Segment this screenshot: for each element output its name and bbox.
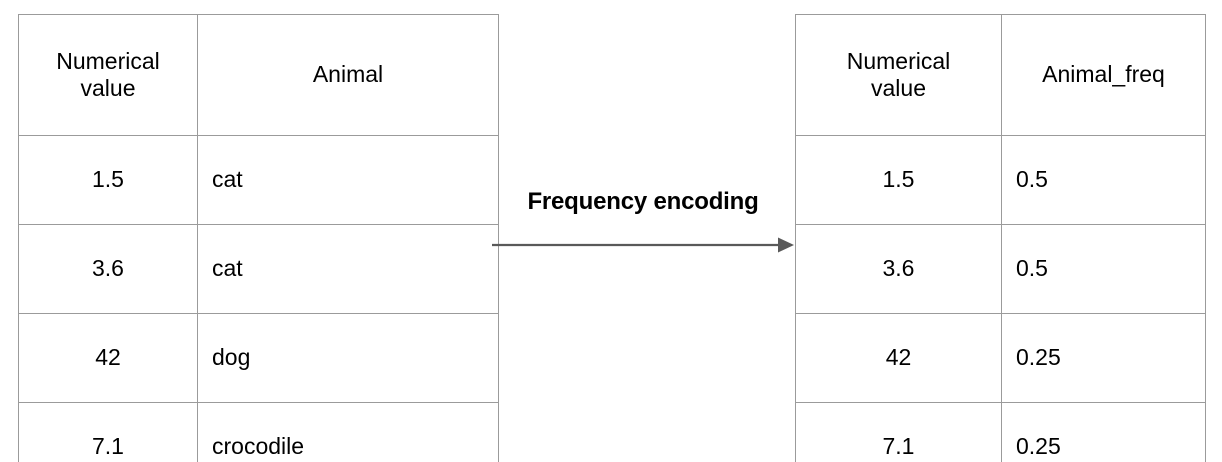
cell-numerical-value: 42 bbox=[18, 313, 198, 403]
table-row: 42 0.25 bbox=[795, 313, 1206, 403]
cell-numerical-value: 1.5 bbox=[795, 135, 1002, 225]
cell-numerical-value: 1.5 bbox=[18, 135, 198, 225]
cell-animal: crocodile bbox=[197, 402, 499, 462]
cell-animal-freq: 0.25 bbox=[1001, 402, 1206, 462]
transform-label: Frequency encoding bbox=[527, 188, 759, 215]
header-line-2: value bbox=[871, 75, 926, 101]
cell-animal: cat bbox=[197, 135, 499, 225]
cell-animal: cat bbox=[197, 224, 499, 314]
table-row: 42 dog bbox=[18, 313, 499, 403]
cell-numerical-value: 7.1 bbox=[18, 402, 198, 462]
cell-animal-freq: 0.25 bbox=[1001, 313, 1206, 403]
table-header-row: Numerical value Animal bbox=[18, 14, 499, 136]
cell-animal: dog bbox=[197, 313, 499, 403]
header-line-1: Numerical bbox=[56, 47, 160, 74]
header-numerical-value: Numerical value bbox=[18, 14, 198, 136]
header-line-1: Numerical bbox=[846, 47, 951, 74]
table-row: 3.6 cat bbox=[18, 224, 499, 314]
table-row: 7.1 crocodile bbox=[18, 402, 499, 462]
cell-animal-freq: 0.5 bbox=[1001, 224, 1206, 314]
table-row: 7.1 0.25 bbox=[795, 402, 1206, 462]
header-animal-freq: Animal_freq bbox=[1001, 14, 1206, 136]
transform-group: Frequency encoding bbox=[492, 188, 794, 260]
table-header-row: Numerical value Animal_freq bbox=[795, 14, 1206, 136]
result-table: Numerical value Animal_freq 1.5 0.5 3.6 … bbox=[795, 14, 1206, 462]
cell-numerical-value: 3.6 bbox=[18, 224, 198, 314]
right-arrow-icon bbox=[492, 237, 794, 253]
header-animal: Animal bbox=[197, 14, 499, 136]
table-row: 1.5 0.5 bbox=[795, 135, 1206, 225]
header-line-2: value bbox=[80, 75, 136, 101]
cell-numerical-value: 7.1 bbox=[795, 402, 1002, 462]
source-table: Numerical value Animal 1.5 cat 3.6 cat 4… bbox=[18, 14, 499, 462]
table-row: 1.5 cat bbox=[18, 135, 499, 225]
header-numerical-value: Numerical value bbox=[795, 14, 1002, 136]
cell-numerical-value: 42 bbox=[795, 313, 1002, 403]
cell-numerical-value: 3.6 bbox=[795, 224, 1002, 314]
cell-animal-freq: 0.5 bbox=[1001, 135, 1206, 225]
table-row: 3.6 0.5 bbox=[795, 224, 1206, 314]
